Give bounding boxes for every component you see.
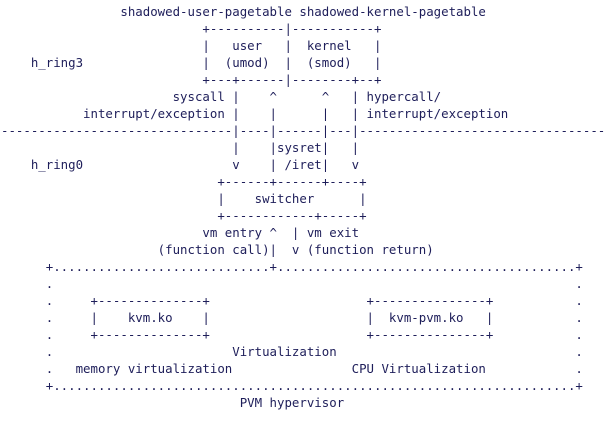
pvm-architecture-ascii-diagram: shadowed-user-pagetable shadowed-kernel-… bbox=[1, 4, 606, 410]
